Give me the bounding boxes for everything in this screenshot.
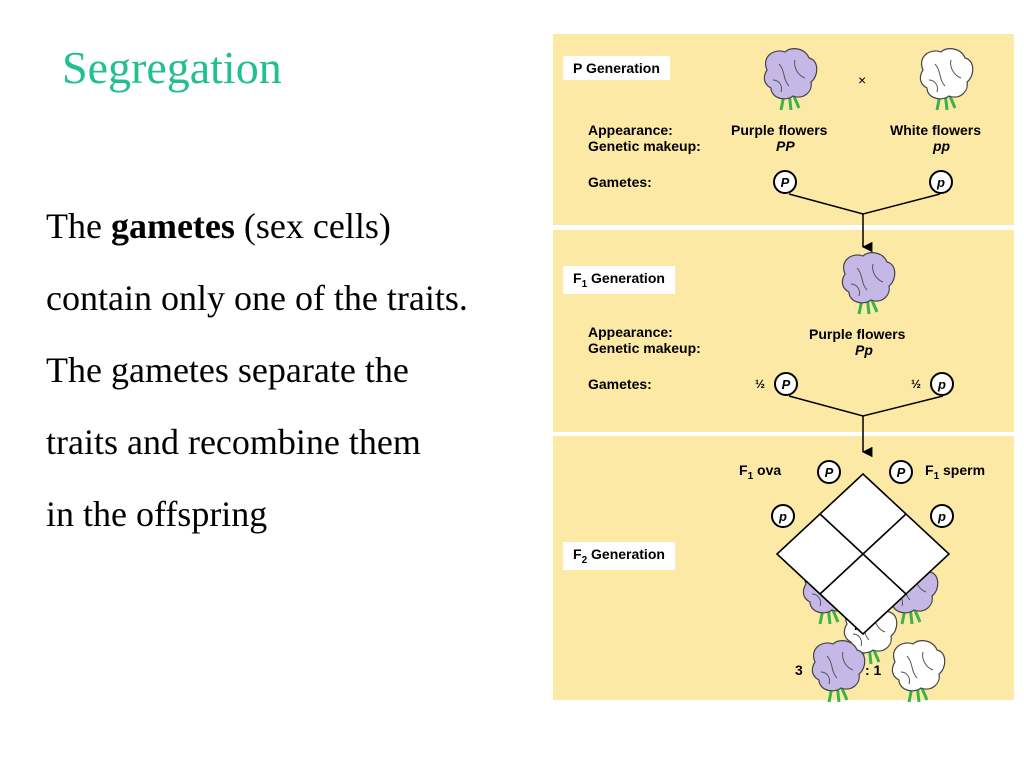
genetic-makeup-label: Genetic makeup: [588, 138, 701, 154]
fraction-label: ½ [755, 377, 766, 391]
genetics-figure: P Generation × Appearance: Genetic makeu… [553, 34, 1014, 703]
f1-generation-panel: F1 Generation Appearance: Genetic makeup… [553, 230, 1014, 432]
genetic-makeup-label: Genetic makeup: [588, 340, 701, 356]
label-text: ova [753, 462, 782, 478]
body-line-2: contain only one of the traits. [46, 278, 468, 318]
parent-right-genotype: pp [933, 138, 951, 154]
text-run: The [46, 206, 111, 246]
label-subscript: 2 [581, 554, 588, 566]
body-line-1: The gametes (sex cells) [46, 190, 556, 262]
white-flower-icon [887, 638, 949, 709]
slide-title: Segregation [62, 42, 282, 93]
p-generation-label: P Generation [563, 56, 670, 80]
f1-ova-label: F1 ova [739, 462, 781, 485]
gamete-recessive: p [929, 170, 953, 194]
body-text: The gametes (sex cells) contain only one… [46, 190, 556, 550]
label-text: F [925, 462, 934, 478]
body-line-3: The gametes separate the [46, 350, 409, 390]
f2-generation-label: F2 Generation [563, 542, 675, 570]
f1-cross-lines [788, 395, 944, 417]
label-text: Generation [587, 546, 665, 562]
body-line-4: traits and recombine them [46, 422, 421, 462]
f1-sperm-label: F1 sperm [925, 462, 985, 485]
gamete-recessive: p [930, 372, 954, 396]
f1-appearance: Purple flowers [809, 326, 906, 342]
text-run-bold: gametes [110, 206, 235, 246]
label-subscript: 1 [933, 470, 940, 482]
body-line-5: in the offspring [46, 494, 268, 534]
appearance-label: Appearance: [588, 324, 673, 340]
label-text: F [739, 462, 748, 478]
cross-symbol: × [858, 72, 867, 88]
gametes-label: Gametes: [588, 174, 652, 190]
label-text: F [573, 270, 582, 286]
label-text: sperm [939, 462, 986, 478]
diagram-connectors [775, 193, 951, 636]
label-subscript: 1 [747, 470, 754, 482]
label-text: F [573, 546, 582, 562]
label-text: Generation [587, 270, 665, 286]
appearance-label: Appearance: [588, 122, 673, 138]
ratio-dominant: 3 [795, 662, 803, 678]
white-flower-icon [915, 46, 977, 117]
f2-generation-panel: F2 Generation F1 ova F1 sperm P p P p PP… [553, 436, 1014, 703]
purple-flower-icon [807, 638, 869, 709]
f1-genotype: Pp [855, 342, 873, 358]
f1-generation-label: F1 Generation [563, 266, 675, 294]
p-cross-lines [788, 193, 941, 215]
punnett-square [775, 472, 951, 636]
sperm-gamete-recessive: p [930, 504, 954, 528]
label-subscript: 1 [581, 278, 588, 290]
gametes-label: Gametes: [588, 376, 652, 392]
p-generation-panel: P Generation × Appearance: Genetic makeu… [553, 34, 1014, 225]
parent-left-appearance: Purple flowers [731, 122, 828, 138]
gamete-dominant: P [774, 372, 798, 396]
purple-flower-icon [759, 46, 821, 117]
ratio-recessive: : 1 [865, 662, 882, 678]
ova-gamete-recessive: p [771, 504, 795, 528]
sperm-gamete-dominant: P [889, 460, 913, 484]
fraction-label: ½ [911, 377, 922, 391]
parent-right-appearance: White flowers [890, 122, 982, 138]
ova-gamete-dominant: P [817, 460, 841, 484]
purple-flower-icon [837, 250, 899, 321]
parent-left-genotype: PP [776, 138, 795, 154]
gamete-dominant: P [773, 170, 797, 194]
text-run: (sex cells) [234, 206, 391, 246]
